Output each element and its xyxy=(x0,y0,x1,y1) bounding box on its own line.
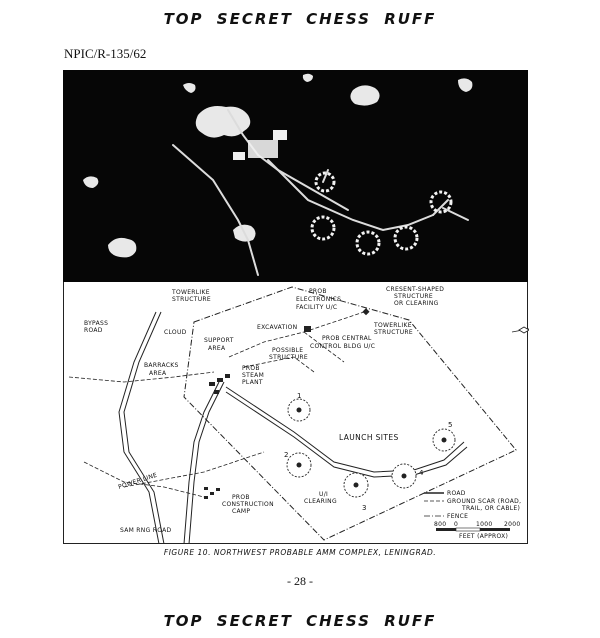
label-launch-sites: LAUNCH SITES xyxy=(339,433,399,442)
label-sam-road: SAM RNG ROAD xyxy=(120,527,172,534)
label-steam-plant-3: PLANT xyxy=(242,379,263,386)
label-ui-clearing-1: U/I xyxy=(319,491,328,498)
label-support-area-2: AREA xyxy=(208,345,226,352)
legend-ground-scar-1: GROUND SCAR (ROAD, xyxy=(447,498,521,505)
figure-caption: FIGURE 10. NORTHWEST PROBABLE AMM COMPLE… xyxy=(163,548,437,557)
aerial-photograph xyxy=(63,70,528,282)
document-reference: NPIC/R-135/62 xyxy=(64,46,147,61)
label-crescent-2: STRUCTURE xyxy=(394,293,433,300)
scale-tick-1000: 1000 xyxy=(476,521,492,528)
label-prob-central-2: CONTROL BLDG U/C xyxy=(310,343,375,350)
label-possible-structure-1: POSSIBLE xyxy=(272,347,303,354)
label-support-area-1: SUPPORT xyxy=(204,337,234,344)
label-steam-plant-2: STEAM xyxy=(242,372,264,379)
map-legend: ROAD GROUND SCAR (ROAD, TRAIL, OR CABLE)… xyxy=(424,490,521,520)
label-bypass-road-2: ROAD xyxy=(84,327,103,334)
label-construction-camp-3: CAMP xyxy=(232,508,250,515)
site-number-5: 5 xyxy=(448,421,452,429)
scale-tick-800: 800 xyxy=(434,521,446,528)
legend-road: ROAD xyxy=(447,490,466,497)
site-map-drawing: BYPASS ROAD TOWERLIKE STRUCTURE CLOUD EX… xyxy=(68,286,529,544)
legend-fence: FENCE xyxy=(447,513,468,520)
page-number: - 28 - xyxy=(287,574,313,588)
legend-ground-scar-2: TRAIL, OR CABLE) xyxy=(461,505,520,512)
site-number-1: 1 xyxy=(297,392,301,400)
scale-bar: 800 0 1000 2000 FEET (APPROX) xyxy=(434,521,520,540)
label-prob-central-1: PROB CENTRAL xyxy=(322,335,372,342)
annotated-site-map: BYPASS ROAD TOWERLIKE STRUCTURE CLOUD EX… xyxy=(63,282,529,544)
label-prob-electronics-2: ELECTRONICS xyxy=(296,296,341,303)
label-bypass-road-1: BYPASS xyxy=(84,320,108,327)
label-prob-electronics-1: PROB xyxy=(309,288,327,295)
scale-unit: FEET (APPROX) xyxy=(459,533,508,540)
aerial-photo-image xyxy=(63,70,528,282)
site-number-4: 4 xyxy=(419,469,424,477)
scale-tick-0: 0 xyxy=(454,521,458,528)
label-barracks-2: AREA xyxy=(149,370,167,377)
label-crescent-1: CRESENT-SHAPED xyxy=(386,286,444,293)
label-prob-electronics-3: FACILITY U/C xyxy=(296,304,337,311)
label-crescent-3: OR CLEARING xyxy=(394,300,439,307)
label-towerlike-2a: TOWERLIKE xyxy=(373,322,412,329)
label-possible-structure-2: STRUCTURE xyxy=(269,354,308,361)
label-ui-clearing-2: CLEARING xyxy=(304,498,337,505)
label-construction-camp-1: PROB xyxy=(232,494,250,501)
label-construction-camp-2: CONSTRUCTION xyxy=(222,501,274,508)
scale-tick-2000: 2000 xyxy=(504,521,520,528)
label-barracks-1: BARRACKS xyxy=(144,362,179,369)
label-excavation: EXCAVATION xyxy=(257,324,297,331)
label-steam-plant-1: PROB xyxy=(242,365,260,372)
label-towerlike-1b: STRUCTURE xyxy=(172,296,211,303)
label-towerlike-2b: STRUCTURE xyxy=(374,329,413,336)
site-number-2: 2 xyxy=(284,451,288,459)
label-cloud: CLOUD xyxy=(164,329,187,336)
classification-header: TOP SECRET CHESS RUFF xyxy=(163,10,437,28)
classification-footer: TOP SECRET CHESS RUFF xyxy=(163,612,437,630)
site-number-3: 3 xyxy=(362,504,366,512)
label-towerlike-1a: TOWERLIKE xyxy=(171,289,210,296)
